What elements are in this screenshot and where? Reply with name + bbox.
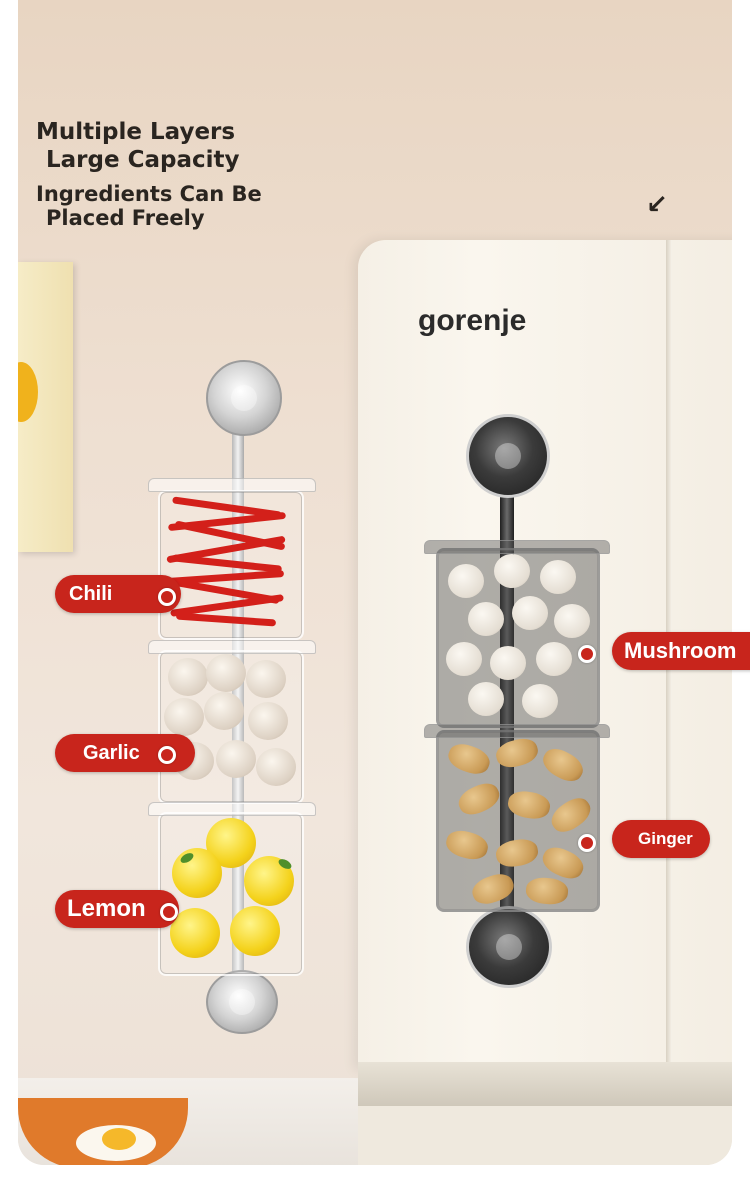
egg-yolk: [102, 1128, 136, 1150]
garlic-container: [158, 650, 304, 804]
fridge-handle-strip: [358, 1062, 732, 1106]
headline: Multiple Layers Large Capacity Ingredien…: [36, 118, 262, 230]
mushroom-container-rim: [424, 540, 610, 554]
top-suction-cup-icon: [206, 360, 282, 436]
fridge-brand-logo: gorenje: [418, 304, 527, 337]
mushroom-label-text: Mushroom: [624, 638, 737, 663]
chili-container: [158, 490, 304, 640]
mushroom-container: [436, 548, 600, 728]
garlic-container-rim: [148, 640, 316, 654]
chili-container-rim: [148, 478, 316, 492]
poster-fruit: [18, 362, 38, 422]
lemon-label-text: Lemon: [67, 895, 146, 922]
ginger-label: Ginger: [612, 820, 710, 858]
headline-line-2: Large Capacity: [46, 147, 240, 173]
headline-line-1: Multiple Layers: [36, 119, 236, 145]
mushroom-label-marker: [578, 645, 596, 663]
wall-poster: [18, 262, 73, 552]
bottom-suction-cup-icon: [206, 970, 278, 1034]
right-top-suction-cup-icon: [466, 414, 550, 498]
lemon-label: Lemon: [55, 890, 179, 928]
ginger-container-rim: [424, 724, 610, 738]
garlic-label-marker: [158, 746, 176, 764]
headline-line-4: Placed Freely: [46, 206, 205, 230]
arrow-icon: ↙: [646, 190, 668, 220]
ginger-container: [436, 730, 600, 912]
headline-line-3: Ingredients Can Be: [36, 182, 262, 206]
mushroom-label: Mushroom: [612, 632, 750, 670]
lemon-label-marker: [160, 903, 178, 921]
ginger-label-marker: [578, 834, 596, 852]
fridge-lower-door: [358, 1106, 732, 1165]
chili-label-marker: [158, 588, 176, 606]
lemon-container: [158, 812, 304, 976]
lemon-container-rim: [148, 802, 316, 816]
right-bottom-suction-cup-icon: [466, 906, 552, 988]
chili-label-text: Chili: [69, 583, 113, 605]
ginger-label-text: Ginger: [638, 829, 693, 848]
garlic-label-text: Garlic: [83, 742, 140, 764]
